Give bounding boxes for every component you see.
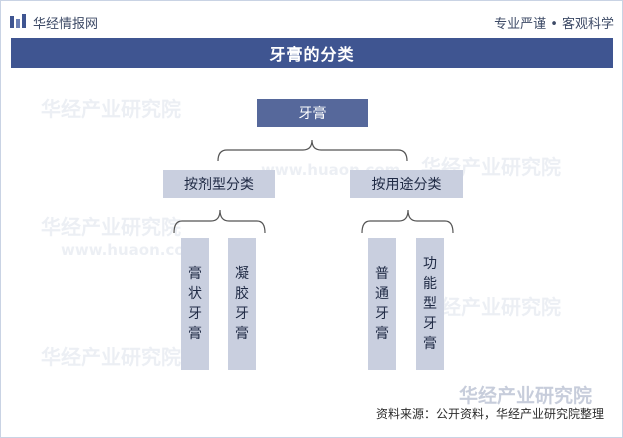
- slogan: 专业严谨 • 客观科学: [494, 17, 614, 32]
- leaf-node-gel: 凝胶牙膏: [228, 238, 256, 370]
- source-note: 资料来源：公开资料，华经产业研究院整理: [375, 407, 604, 421]
- brand-logo-icon: [10, 14, 26, 28]
- leaf-node-paste: 膏状牙膏: [181, 238, 209, 370]
- brand-name: 华经情报网: [33, 17, 99, 32]
- brace-right: [361, 209, 454, 234]
- page-title: 牙膏的分类: [269, 45, 355, 64]
- brace-left: [173, 209, 266, 234]
- category-node-dosage-form: 按剂型分类: [163, 170, 275, 198]
- leaf-node-regular: 普通牙膏: [368, 238, 396, 370]
- watermark-domain: www.huaon.com: [61, 241, 201, 259]
- root-node: 牙膏: [257, 99, 368, 127]
- brace-root: [217, 139, 408, 162]
- watermark-text: 华经产业研究院: [41, 215, 181, 239]
- watermark-logo-text: 华经产业研究院: [459, 385, 593, 407]
- watermark-text: 华经产业研究院: [41, 97, 181, 121]
- title-banner: 牙膏的分类: [11, 38, 613, 68]
- watermark-text: 华经产业研究院: [421, 295, 561, 319]
- category-node-usage: 按用途分类: [350, 170, 463, 198]
- watermark-text: 华经产业研究院: [41, 345, 181, 369]
- leaf-node-functional: 功能型牙膏: [416, 238, 444, 370]
- header-bar: 华经情报网 专业严谨 • 客观科学: [9, 11, 614, 33]
